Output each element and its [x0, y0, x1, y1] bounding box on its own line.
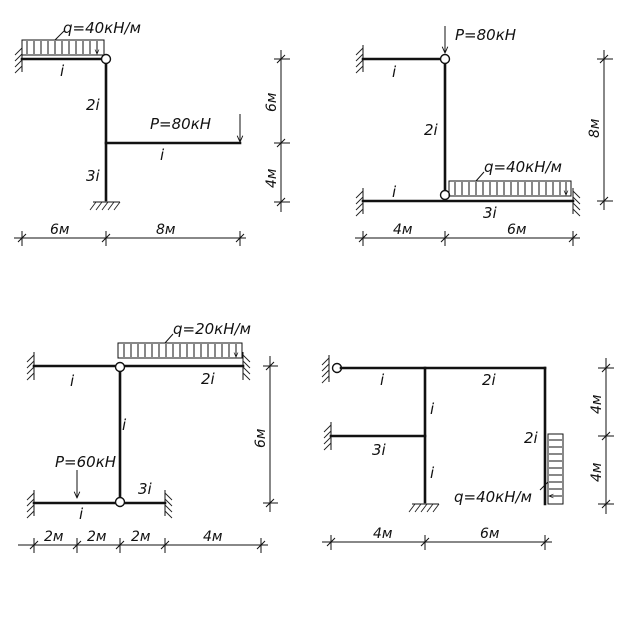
fixed-support-left — [323, 422, 332, 451]
hinge-top — [439, 53, 451, 65]
dim-label: 2м — [131, 529, 151, 545]
load-q-label: q=40кН/м — [63, 19, 141, 37]
load-q-label: q=40кН/м — [484, 158, 562, 176]
dim-label: 6м — [50, 222, 70, 238]
stiffness-label: 3i — [138, 480, 153, 498]
frame-2: P=80кН q=40кН/м i 2i i 3i 4м 6м 8м — [355, 26, 613, 246]
dim-label: 4м — [589, 462, 605, 482]
load-p-label: P=80кН — [455, 26, 516, 44]
stiffness-label: 2i — [201, 370, 216, 388]
hinge-bottom — [114, 496, 126, 508]
fixed-support-right-bottom — [572, 188, 581, 217]
stiffness-label: i — [392, 183, 397, 201]
load-p-label: P=60кН — [55, 453, 116, 471]
dim-label: 4м — [393, 222, 413, 238]
stiffness-label: i — [60, 62, 65, 80]
dim-label: 4м — [203, 529, 223, 545]
load-q-label: q=20кН/м — [173, 320, 251, 338]
dimension-lines — [355, 50, 613, 246]
stiffness-label: i — [160, 146, 165, 164]
stiffness-label: 2i — [86, 96, 101, 114]
distributed-load — [448, 171, 572, 196]
stiffness-label: 2i — [482, 371, 497, 389]
fixed-support-left-bottom — [26, 490, 35, 519]
load-q-label: q=40кН/м — [454, 488, 532, 506]
load-p-label: P=80кН — [150, 115, 211, 133]
stiffness-label: i — [122, 416, 127, 434]
stiffness-label: 2i — [524, 429, 539, 447]
dim-label: 8м — [156, 222, 176, 238]
pin-support — [321, 355, 343, 384]
fixed-support-right-top — [242, 352, 251, 381]
stiffness-label: 3i — [86, 167, 101, 185]
stiffness-label: i — [430, 400, 435, 418]
stiffness-label: 3i — [372, 441, 387, 459]
dim-label: 8м — [587, 118, 603, 138]
fixed-support-left-bottom — [355, 188, 364, 217]
fixed-support-bottom — [89, 201, 121, 211]
dim-label: 2м — [87, 529, 107, 545]
frame-3: q=20кН/м P=60кН i 2i i 3i i 2м 2м 2м 4м … — [18, 320, 278, 553]
dim-label: 6м — [253, 428, 269, 448]
stiffness-label: i — [430, 464, 435, 482]
stiffness-label: i — [392, 63, 397, 81]
distributed-load — [539, 433, 564, 505]
dimension-lines — [322, 358, 614, 550]
hinge — [100, 53, 112, 65]
stiffness-label: i — [380, 371, 385, 389]
frame-4: q=40кН/м i 2i i 3i 2i i 4м 6м 4м 4м — [321, 355, 614, 550]
distributed-load — [21, 30, 105, 55]
distributed-load — [117, 333, 243, 358]
dimension-lines — [18, 356, 278, 553]
dimension-lines — [14, 50, 290, 246]
dim-label: 6м — [264, 92, 280, 112]
hinge-bottom — [439, 189, 451, 201]
dim-label: 4м — [373, 526, 393, 542]
dim-label: 4м — [589, 394, 605, 414]
stiffness-label: 2i — [424, 121, 439, 139]
dim-label: 2м — [44, 529, 64, 545]
dim-label: 4м — [264, 168, 280, 188]
frame-1: q=40кН/м P=80кН i 2i i 3i 6м 8м 6м 4м — [14, 19, 290, 246]
stiffness-label: i — [70, 372, 75, 390]
stiffness-label: i — [79, 505, 84, 523]
dim-label: 6м — [507, 222, 527, 238]
stiffness-label: 3i — [483, 204, 498, 222]
dim-label: 6м — [480, 526, 500, 542]
fixed-support-right-bottom — [164, 490, 173, 519]
fixed-support-bottom — [408, 503, 440, 513]
hinge-top — [114, 361, 126, 373]
